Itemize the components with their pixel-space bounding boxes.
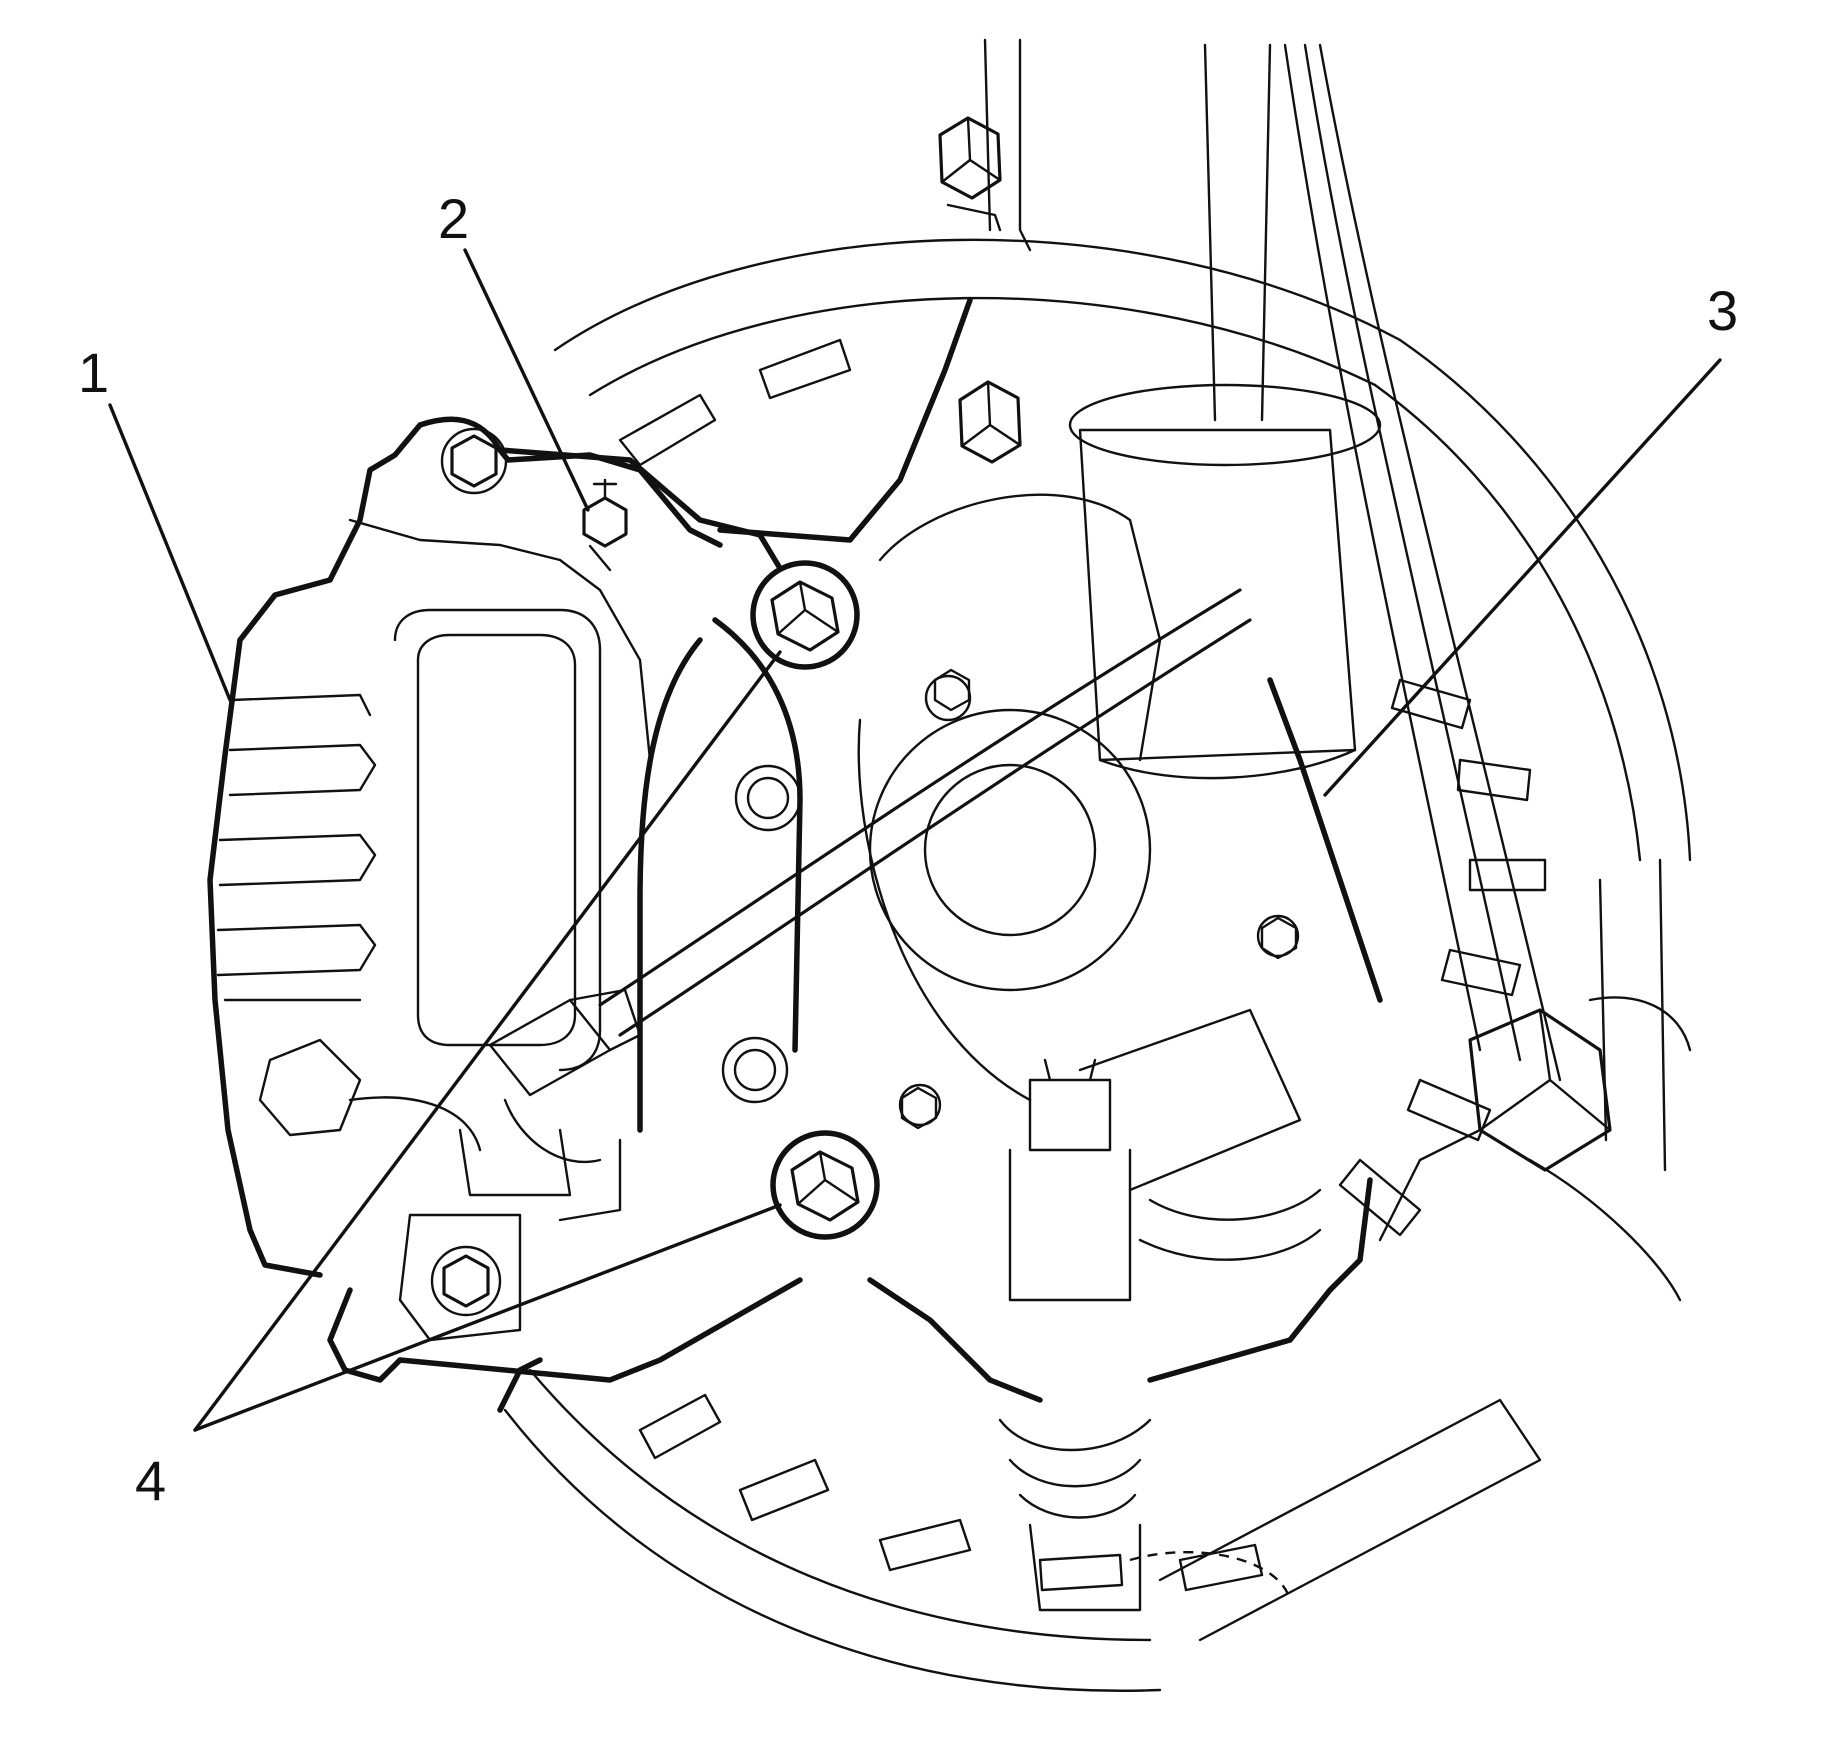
- bleeder-valve: [582, 478, 628, 572]
- strut-assembly: [983, 38, 1562, 1082]
- strut-bolt-lower: [958, 380, 1022, 464]
- abs-sensor-harness: [488, 588, 1252, 1164]
- bracket-bolt-lower: [770, 1130, 880, 1240]
- callout-3: 3: [1707, 279, 1738, 342]
- callout-1: 1: [78, 341, 109, 404]
- strut-bolt-upper: [938, 116, 1002, 232]
- callout-4: 4: [135, 1449, 166, 1512]
- callout-labels: 1 2 3 4: [78, 187, 1738, 1512]
- caliper-guide-bolt-lower: [398, 1213, 522, 1342]
- callout-2: 2: [438, 187, 469, 250]
- brake-caliper: [207, 416, 723, 1278]
- leader-line-4b: [193, 1203, 782, 1432]
- bracket-bolt-upper: [750, 560, 860, 670]
- caliper-bracket: [327, 297, 1383, 1413]
- tie-rod-end: [998, 996, 1692, 1642]
- leader-line-2: [463, 248, 590, 512]
- leader-lines: [108, 248, 1722, 1432]
- leader-line-4a: [193, 650, 782, 1432]
- leader-line-3: [1323, 358, 1722, 797]
- leader-line-1: [108, 403, 232, 702]
- brake-rotor: [503, 238, 1692, 1692]
- caliper-guide-bolt-upper: [440, 427, 508, 495]
- steering-knuckle: [721, 493, 1300, 1130]
